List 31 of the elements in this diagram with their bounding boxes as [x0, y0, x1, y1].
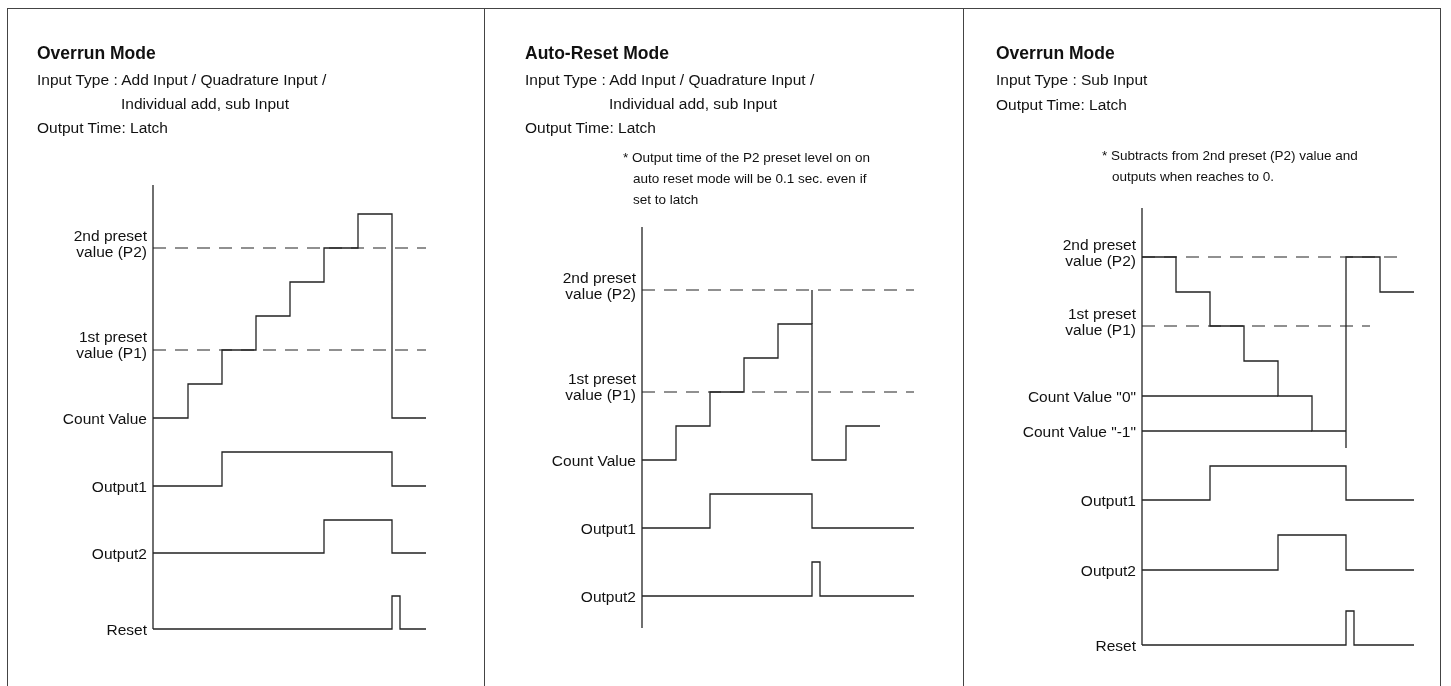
- panel-title: Auto-Reset Mode: [525, 42, 670, 65]
- footnote-text: * Output time of the P2 preset level on on auto reset mode will be 0.1 sec. even if set to latch: [623, 149, 871, 209]
- panel-title: Overrun Mode: [996, 42, 1116, 65]
- footnote-text: * Subtracts from 2nd preset (P2) value and outputs when reaches to 0.: [1102, 147, 1359, 186]
- signal-label: Output1: [90, 479, 147, 495]
- signal-label: 1st preset value (P1): [1064, 306, 1136, 338]
- signal-label: Output1: [579, 521, 636, 537]
- signal-label: Output2: [1079, 563, 1136, 579]
- signal-label: 2nd preset value (P2): [1061, 237, 1136, 269]
- signal-label: Reset: [1094, 638, 1136, 654]
- panel-title: Overrun Mode: [37, 42, 157, 65]
- signal-label: 1st preset value (P1): [564, 371, 636, 403]
- output-time-text: Output Time: Latch: [996, 95, 1128, 115]
- signal-label: Count Value: [550, 453, 636, 469]
- signal-label: Count Value "0": [1026, 389, 1136, 405]
- signal-label: Output1: [1079, 493, 1136, 509]
- signal-label: Output2: [90, 546, 147, 562]
- signal-label: Count Value: [61, 411, 147, 427]
- mode-panel: [7, 8, 485, 686]
- signal-label: Count Value "-1": [1021, 424, 1136, 440]
- signal-label: 1st preset value (P1): [75, 329, 147, 361]
- signal-label: 2nd preset value (P2): [561, 270, 636, 302]
- signal-label: Reset: [105, 622, 147, 638]
- mode-panel: [963, 8, 1441, 686]
- input-type-text: Input Type : Sub Input: [996, 70, 1149, 90]
- input-type-text: Input Type : Add Input / Quadrature Input / Individual add, sub Input: [37, 70, 328, 114]
- signal-label: 2nd preset value (P2): [72, 228, 147, 260]
- input-type-text: Input Type : Add Input / Quadrature Input / Individual add, sub Input: [525, 70, 816, 114]
- signal-label: Output2: [579, 589, 636, 605]
- output-time-text: Output Time: Latch: [37, 118, 169, 138]
- output-time-text: Output Time: Latch: [525, 118, 657, 138]
